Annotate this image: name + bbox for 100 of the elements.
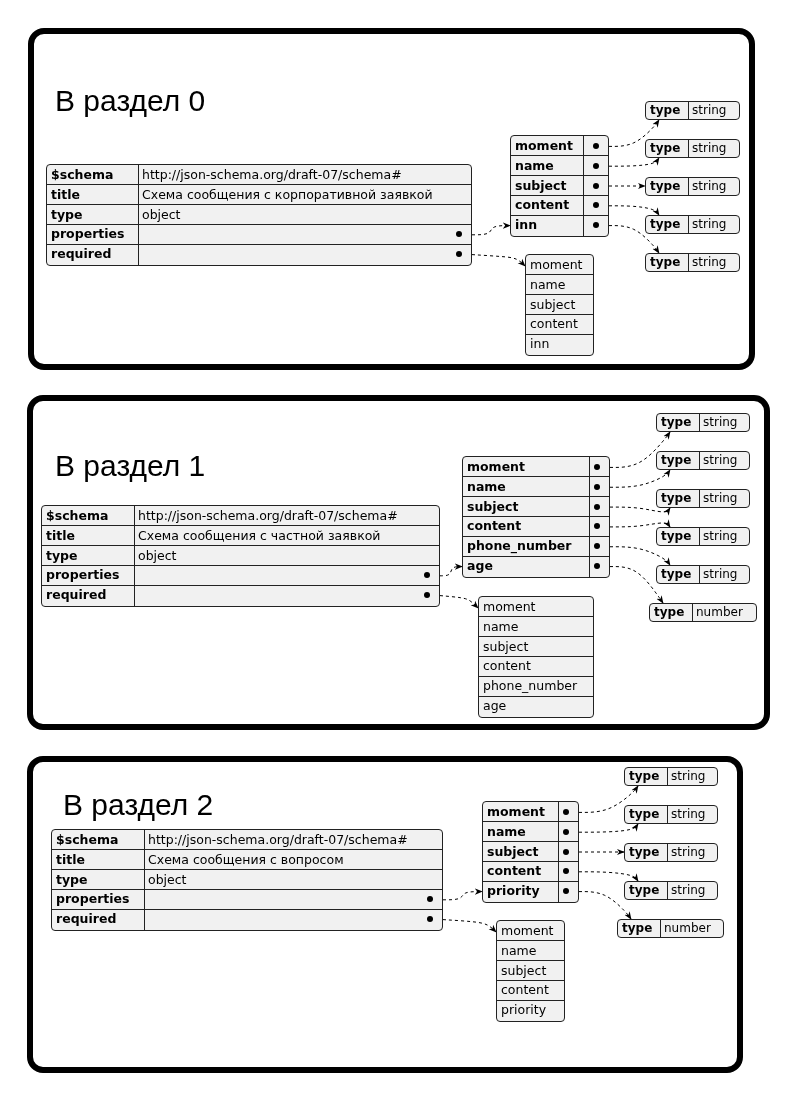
required-field-name: name xyxy=(483,619,519,634)
properties-table xyxy=(462,456,610,578)
required-field-name: priority xyxy=(501,1003,547,1018)
property-key: subject xyxy=(487,844,539,859)
property-key: type xyxy=(650,141,681,155)
property-key: name xyxy=(515,158,554,173)
required-list xyxy=(496,920,565,1022)
property-key: phone_number xyxy=(467,539,572,554)
property-key: moment xyxy=(487,804,545,819)
property-value: string xyxy=(703,529,738,543)
property-value: http://json-schema.org/draft-07/schema# xyxy=(148,832,408,847)
property-key: type xyxy=(629,769,660,783)
arrow xyxy=(608,182,646,190)
property-value: string xyxy=(671,883,706,897)
property-key: type xyxy=(661,567,692,581)
property-key: content xyxy=(515,198,570,213)
property-value: string xyxy=(692,179,727,193)
property-value: object xyxy=(148,872,187,887)
arrow xyxy=(608,225,660,254)
property-value: number xyxy=(696,605,743,619)
property-key: title xyxy=(46,528,75,543)
required-field-name: content xyxy=(530,317,578,332)
required-field-name: age xyxy=(483,699,507,714)
type-table xyxy=(656,565,750,584)
property-value: http://json-schema.org/draft-07/schema# xyxy=(142,167,402,182)
type-table xyxy=(645,215,740,234)
property-key: content xyxy=(487,864,542,879)
property-key: title xyxy=(56,852,85,867)
property-value: string xyxy=(671,769,706,783)
schema-table xyxy=(51,829,443,931)
arrow xyxy=(471,254,526,267)
property-key: type xyxy=(661,491,692,505)
type-table xyxy=(645,139,740,158)
property-key: subject xyxy=(467,499,519,514)
property-value: string xyxy=(703,415,738,429)
property-key: properties xyxy=(46,568,120,583)
required-field-name: subject xyxy=(501,963,547,978)
schema-table xyxy=(46,164,472,266)
required-field-name: content xyxy=(483,659,531,674)
arrow xyxy=(609,546,671,566)
arrow xyxy=(609,469,671,488)
arrow xyxy=(609,519,671,528)
arrow xyxy=(578,871,639,882)
property-key: moment xyxy=(515,138,573,153)
property-key: $schema xyxy=(56,832,119,847)
required-field-name: name xyxy=(501,943,537,958)
arrow xyxy=(609,431,671,468)
property-key: type xyxy=(654,605,685,619)
section-panel xyxy=(28,28,755,370)
property-value: string xyxy=(692,141,727,155)
section-title: В раздел 1 xyxy=(55,449,206,483)
property-key: type xyxy=(629,883,660,897)
property-key: name xyxy=(487,824,526,839)
type-table xyxy=(656,527,750,546)
arrow xyxy=(439,595,479,609)
property-key: content xyxy=(467,519,522,534)
section-title: В раздел 2 xyxy=(63,788,214,822)
property-key: type xyxy=(622,921,653,935)
property-value: string xyxy=(671,845,706,859)
property-value: object xyxy=(142,207,181,222)
property-key: required xyxy=(51,247,112,262)
arrow xyxy=(439,563,463,577)
property-key: type xyxy=(56,872,88,887)
required-field-name: inn xyxy=(530,337,550,352)
required-field-name: moment xyxy=(483,599,536,614)
arrow xyxy=(578,891,632,920)
type-table xyxy=(645,177,740,196)
arrow xyxy=(608,157,660,167)
property-value: Схема сообщения с частной заявкой xyxy=(138,528,381,543)
property-key: type xyxy=(661,415,692,429)
property-key: $schema xyxy=(46,508,109,523)
section-title: В раздел 0 xyxy=(55,84,206,118)
arrow xyxy=(442,888,483,901)
arrow xyxy=(609,506,671,516)
property-value: Схема сообщения с корпоративной заявкой xyxy=(142,187,433,202)
property-value: string xyxy=(692,217,727,231)
type-table xyxy=(624,843,718,862)
property-key: type xyxy=(629,845,660,859)
arrow xyxy=(471,222,511,236)
type-table xyxy=(624,805,718,824)
property-key: subject xyxy=(515,178,567,193)
property-key: inn xyxy=(515,218,538,233)
property-key: required xyxy=(46,588,107,603)
properties-table xyxy=(510,135,609,237)
type-table xyxy=(649,603,757,622)
arrow xyxy=(608,119,660,147)
required-field-name: name xyxy=(530,277,566,292)
property-value: string xyxy=(692,255,727,269)
section-panel xyxy=(27,395,770,730)
property-value: string xyxy=(703,491,738,505)
property-key: required xyxy=(56,912,117,927)
property-key: age xyxy=(467,559,493,574)
arrow xyxy=(609,566,664,604)
required-field-name: phone_number xyxy=(483,679,578,694)
property-key: priority xyxy=(487,884,540,899)
property-key: name xyxy=(467,479,506,494)
property-key: type xyxy=(629,807,660,821)
property-value: number xyxy=(664,921,711,935)
property-key: type xyxy=(650,217,681,231)
schema-table xyxy=(41,505,440,607)
